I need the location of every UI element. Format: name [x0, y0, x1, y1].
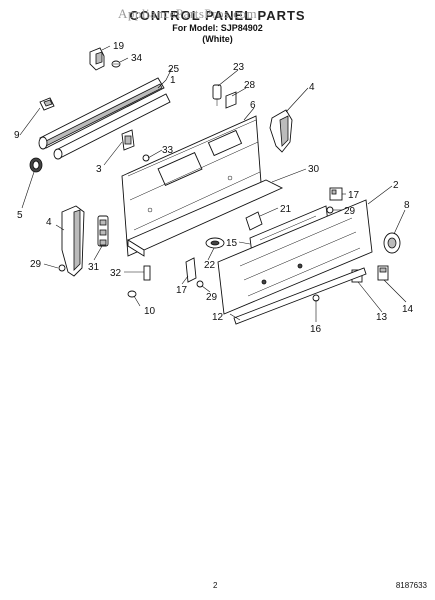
callout-1: 1 [170, 75, 176, 86]
callout-30: 30 [308, 164, 320, 175]
callout-17-lower: 17 [176, 285, 188, 296]
part-29-screw-lower [196, 280, 204, 288]
callout-8: 8 [404, 200, 410, 211]
callout-13: 13 [376, 312, 388, 323]
part-4-end-cap-right [269, 109, 293, 153]
part-32-sensor [143, 265, 151, 281]
callout-25: 25 [168, 64, 180, 75]
part-17-top [329, 187, 343, 201]
part-5-socket [29, 157, 43, 173]
diagram-title: CONTROL PANEL PARTS [129, 8, 306, 23]
color-line: (White) [202, 34, 233, 44]
callout-15: 15 [226, 238, 238, 249]
callout-5: 5 [17, 210, 23, 221]
part-25-light-tube [38, 77, 165, 150]
callout-31: 31 [88, 262, 100, 273]
part-34-screw [111, 60, 121, 68]
watermark: AppliancePartsPros.com [118, 6, 258, 21]
part-10-cap [127, 290, 137, 298]
part-22-grommet [205, 237, 225, 249]
part-4-end-cap-left [61, 205, 85, 277]
part-1-tube [53, 93, 171, 160]
callout-32: 32 [110, 268, 122, 279]
part-30-shield [127, 179, 284, 257]
callout-9: 9 [14, 130, 20, 141]
callout-3: 3 [96, 164, 102, 175]
callout-14: 14 [402, 304, 414, 315]
callout-34: 34 [131, 53, 143, 64]
part-17-lower [185, 257, 197, 283]
callout-22: 22 [204, 260, 216, 271]
callout-17-top: 17 [348, 190, 360, 201]
callout-23: 23 [233, 62, 245, 73]
callout-6: 6 [250, 100, 256, 111]
callout-29-lower: 29 [206, 292, 218, 303]
callout-29-left: 29 [30, 259, 42, 270]
part-3-bracket [121, 129, 135, 151]
callout-21: 21 [280, 204, 292, 215]
callout-16: 16 [310, 324, 322, 335]
part-2-front-panel [217, 199, 373, 315]
part-12-trim-strip [233, 267, 367, 325]
callout-12: 12 [212, 312, 224, 323]
part-14-switch [377, 265, 389, 281]
callout-10: 10 [144, 306, 156, 317]
callout-29-top-right: 29 [344, 206, 356, 217]
document-number: 8187633 [395, 581, 427, 590]
callout-4-left: 4 [46, 217, 52, 228]
part-9-clip [39, 97, 55, 111]
callout-33: 33 [162, 145, 174, 156]
part-33-screw [142, 154, 150, 162]
part-28-clip [225, 91, 237, 109]
part-31-switch [97, 215, 109, 247]
part-29-screw-left [58, 264, 66, 272]
part-19-bracket [89, 47, 105, 71]
part-21-bracket [245, 211, 263, 231]
page-number: 2 [213, 581, 218, 590]
callout-4-right: 4 [309, 82, 315, 93]
header: CONTROL PANEL PARTS For Model: SJP84902 … [0, 8, 435, 45]
model-line: For Model: SJP84902 [172, 23, 263, 33]
part-8-knob [383, 232, 401, 254]
part-6-console-back [121, 115, 263, 257]
callout-2: 2 [393, 180, 399, 191]
leader-lines [19, 45, 407, 322]
callout-19: 19 [113, 41, 125, 52]
callout-28: 28 [244, 80, 256, 91]
part-23-sensor [212, 84, 222, 106]
